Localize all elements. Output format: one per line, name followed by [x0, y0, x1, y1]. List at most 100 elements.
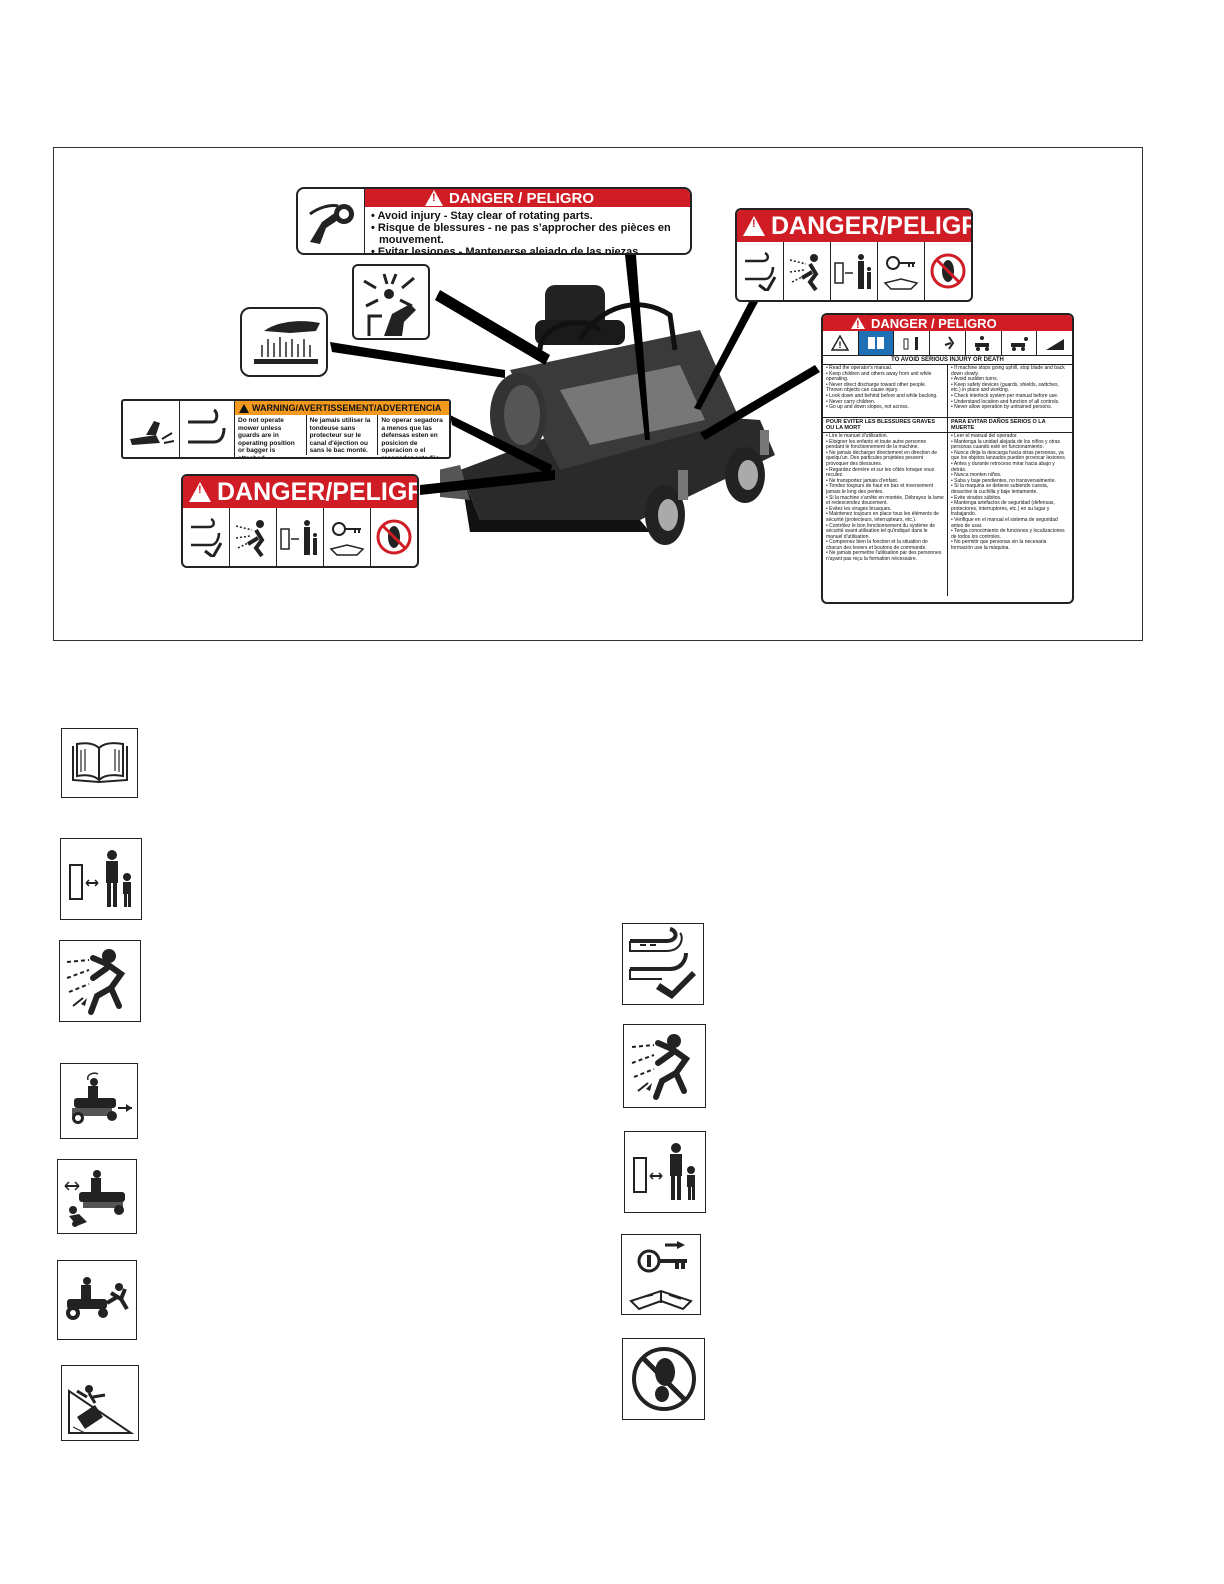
danger-header-text: DANGER / PELIGRO	[449, 189, 595, 207]
rule-line: • Ne jamais décharger directement en dir…	[826, 449, 937, 467]
discharge-guard-icon	[183, 508, 230, 566]
rule-line: • Go up and down slopes, not across.	[826, 404, 909, 411]
rule-line: • Avoid sudden turns.	[951, 376, 998, 383]
look-behind-when-backing-icon	[966, 331, 1002, 355]
thrown-objects-icon	[784, 242, 831, 300]
remove-key-before-service-icon	[324, 508, 371, 566]
safety-rules-en-left: • Read the operator's manual. • Keep chi…	[823, 365, 948, 417]
rule-line: • Evitez les virages brusques.	[826, 505, 892, 512]
no-children-near-mower-icon	[57, 1159, 137, 1234]
rule-line: • Leer el manual del operador.	[951, 433, 1018, 439]
rule-line: • Never allow operation by untrained per…	[951, 404, 1052, 411]
safety-rules-header: DANGER / PELIGRO	[823, 315, 1072, 331]
rotating-parts-danger-header: DANGER / PELIGRO	[365, 189, 690, 207]
remove-key-before-service-icon	[621, 1234, 701, 1315]
no-step-icon	[622, 1338, 705, 1420]
safety-rules-subheader: TO AVOID SERIOUS INJURY OR DEATH	[823, 356, 1072, 365]
mower-discharge-icon	[123, 401, 180, 457]
slope-rollover-icon	[61, 1365, 139, 1441]
safety-rules-en-right: • If machine stops going uphill, stop bl…	[948, 365, 1072, 417]
rule-line: • Mantenga la unidad alejada de los niño…	[951, 438, 1061, 451]
decal-danger-top: DANGER/PELIGRO	[735, 208, 973, 302]
entanglement-icon	[363, 273, 416, 336]
alert-icon: !	[823, 331, 859, 355]
safety-rules-icon-strip: !	[823, 331, 1072, 356]
rule-line: • Contrôlez le bon fonctionnement du sys…	[826, 522, 936, 540]
remove-key-before-service-icon	[878, 242, 925, 300]
decal-entanglement	[352, 264, 430, 340]
danger-top-header: DANGER/PELIGRO	[737, 210, 971, 242]
keep-bystanders-away-icon	[60, 838, 142, 920]
keep-bystanders-away-icon	[277, 508, 324, 566]
decal-leader-lines	[330, 255, 820, 495]
no-passengers-icon	[1002, 331, 1038, 355]
rotating-line-fr-cont: mouvement.	[379, 234, 444, 246]
rule-line: • Evite virados súbitos.	[951, 494, 1002, 501]
rule-line: • If machine stops going uphill, stop bl…	[951, 365, 1065, 377]
warning-header: WARNING/AVERTISSEMENT/ADVERTENCIA	[235, 401, 449, 416]
decal-danger-bottom: DANGER/PELIGRO	[181, 474, 419, 568]
no-step-icon	[371, 508, 417, 566]
keep-bystanders-away-icon	[624, 1131, 706, 1213]
decal-safety-rules: DANGER / PELIGRO ! TO AVOID SERIOUS INJU…	[821, 313, 1074, 604]
rule-line: • Mantenga artefactos de seguridad (defe…	[951, 500, 1055, 518]
zero-turn-mower-illustration	[440, 285, 775, 545]
danger-bottom-header: DANGER/PELIGRO	[183, 476, 417, 508]
discharge-guard-icon	[737, 242, 784, 300]
fr-heading: POUR EVITER LES BLESSURES GRAVES OU LA M…	[823, 418, 947, 433]
operator-manual-icon	[61, 728, 138, 798]
rotating-parts-hand-icon	[298, 189, 365, 253]
rule-line: • Keep safety devices (guards, shields, …	[951, 381, 1059, 394]
rule-line: • Eloigner les enfants et toute autre pe…	[826, 438, 927, 451]
thrown-objects-icon	[230, 508, 277, 566]
warning-text-en: Do not operate mower unless guards are i…	[235, 415, 307, 457]
rule-line: • No permitir que personas sin la necesa…	[951, 539, 1047, 551]
warning-text-fr: Ne jamais utiliser la tondeuse sans prot…	[307, 415, 379, 456]
rule-line: • Never carry children.	[826, 398, 876, 405]
rule-line: • Never direct discharge toward other pe…	[826, 381, 927, 394]
rule-line: • Ne transportez jamais d'enfant.	[826, 477, 899, 484]
warning-triangle-icon	[851, 317, 865, 331]
rule-line: • Keep children and others away from uni…	[826, 370, 932, 383]
rotating-line-en: • Avoid injury - Stay clear of rotating …	[371, 210, 593, 222]
keep-bystanders-away-icon	[831, 242, 878, 300]
thrown-objects-icon	[59, 940, 141, 1022]
operator-manual-icon	[858, 331, 895, 355]
keep-bystanders-away-icon	[894, 331, 931, 355]
warning-triangle-icon	[743, 216, 765, 236]
danger-header-text: DANGER/PELIGRO	[771, 211, 971, 240]
es-heading: PARA EVITAR DAÑOS SERIOS O LA MUERTE	[948, 418, 1072, 433]
no-passengers-icon	[57, 1260, 137, 1340]
look-behind-when-backing-icon	[60, 1063, 138, 1139]
rule-line: • Antes y durante retroceso mirar hacia …	[951, 460, 1055, 473]
decal-hot-surface	[240, 307, 328, 377]
warning-header-text: WARNING/AVERTISSEMENT/ADVERTENCIA	[252, 403, 442, 413]
rule-line: • Si la machine s'arrête en montée, Débr…	[826, 494, 944, 507]
rule-line: • Verifique en el manual el sistema de s…	[951, 516, 1058, 529]
discharge-guard-small-icon	[180, 401, 235, 457]
rule-line: • Read the operator's manual.	[826, 365, 893, 371]
discharge-guard-icon	[622, 923, 704, 1005]
warning-triangle-icon	[189, 482, 211, 502]
rule-line: • Si la maquina se detiene subiendo cues…	[951, 483, 1049, 495]
rule-line: • Comprenez bien la fonction et la situa…	[826, 539, 928, 551]
rule-line: • Ne jamais permettre l'utilisation par …	[826, 550, 942, 563]
rule-line: • Look down and behind before and while …	[826, 392, 938, 399]
rule-line: • Nunca monten niños.	[951, 472, 1002, 479]
thrown-objects-icon	[930, 331, 966, 355]
decal-rotating-parts: DANGER / PELIGRO • Avoid injury - Stay c…	[296, 187, 692, 255]
rule-line: • Suba y baje pendientes, no transversal…	[951, 477, 1056, 484]
decal-locations-figure	[53, 147, 1143, 641]
rule-line: • Lire le manuel d'utilisation.	[826, 433, 888, 439]
hot-surface-icon	[254, 321, 320, 364]
warning-triangle-icon	[425, 190, 443, 206]
warning-text-es: No operar segadora a menos que las defen…	[381, 417, 443, 459]
rule-line: • Regardez derrière et sur les côtés lor…	[826, 466, 935, 479]
rotating-line-es: • Evitar lesiones - Mantenerse alejado d…	[371, 246, 639, 255]
safety-rules-es: PARA EVITAR DAÑOS SERIOS O LA MUERTE • L…	[948, 418, 1072, 596]
rule-line: • Nunca dirija la descarga hacia otras p…	[951, 449, 1067, 462]
safety-rules-fr: POUR EVITER LES BLESSURES GRAVES OU LA M…	[823, 418, 948, 596]
danger-header-text: DANGER / PELIGRO	[871, 315, 997, 331]
rotating-line-fr: • Risque de blessures - ne pas s’approch…	[371, 222, 671, 234]
thrown-objects-icon	[623, 1024, 706, 1108]
